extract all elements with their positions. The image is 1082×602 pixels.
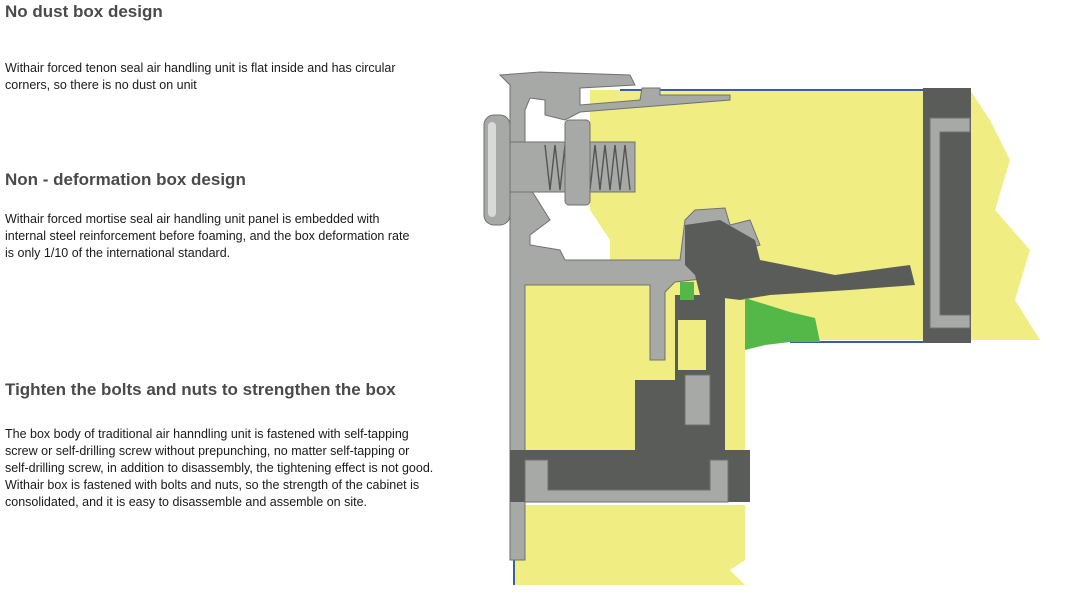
- section-title-bolts-nuts: Tighten the bolts and nuts to strengthen…: [5, 380, 396, 399]
- section-title-no-dust: No dust box design: [5, 2, 163, 21]
- section-body-non-deformation: Withair forced mortise seal air handling…: [5, 212, 410, 260]
- green-gasket: [745, 298, 820, 350]
- aluminum-frame-profile: [498, 71, 761, 561]
- green-gasket-small: [680, 282, 694, 300]
- nut: [564, 119, 591, 206]
- dark-seal: [685, 220, 915, 300]
- section-title-non-deformation: Non - deformation box design: [5, 170, 246, 189]
- bolt-head-shade: [488, 122, 496, 217]
- lower-panel-foam-bottom: [515, 505, 745, 585]
- bolt-head: [483, 114, 511, 226]
- seal-inner-cut2: [684, 374, 711, 426]
- right-end-cap-insert: [929, 117, 971, 329]
- panel-cross-section-diagram: [483, 71, 1040, 585]
- section-body-no-dust: Withair forced tenon seal air handling u…: [5, 61, 396, 92]
- section-body-bolts-nuts: The box body of traditional air hanndlin…: [5, 427, 434, 509]
- seal-inner-cut: [678, 320, 706, 370]
- bottom-end-cap-insert: [524, 459, 729, 503]
